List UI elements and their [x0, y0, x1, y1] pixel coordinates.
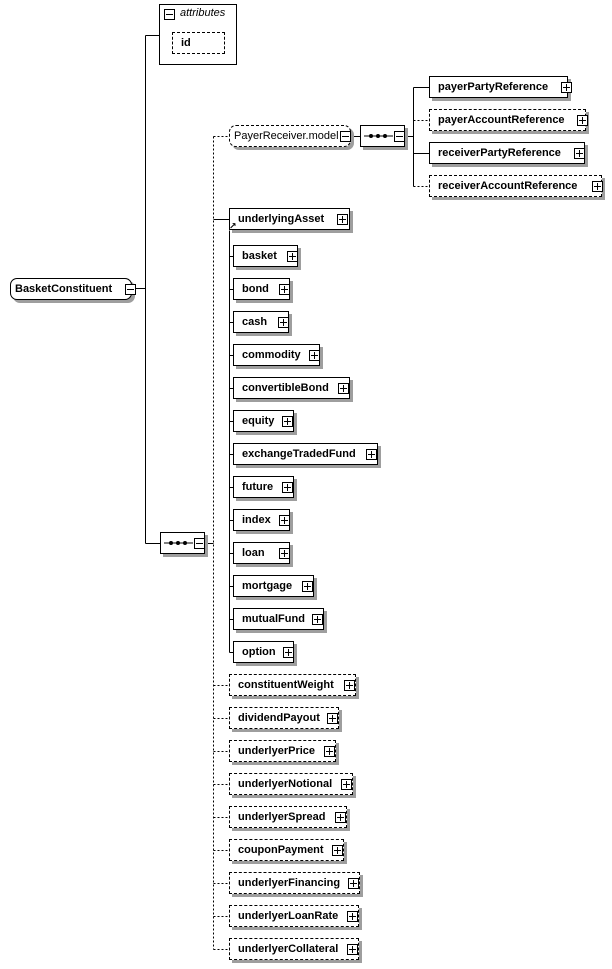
element-cash[interactable]: cash: [233, 311, 289, 333]
element-convertible-bond[interactable]: convertibleBond: [233, 377, 350, 399]
element-label: commodity: [242, 349, 301, 361]
element-loan[interactable]: loan: [233, 542, 290, 564]
collapse-icon[interactable]: [340, 131, 351, 142]
element-label: constituentWeight: [238, 679, 334, 691]
expand-icon[interactable]: [341, 779, 352, 790]
element-label: future: [242, 481, 274, 493]
element-receiver-party-reference[interactable]: receiverPartyReference: [429, 142, 585, 164]
element-payer-party-reference[interactable]: payerPartyReference: [429, 76, 572, 98]
element-label: underlyerSpread: [238, 811, 326, 823]
expand-icon[interactable]: [279, 284, 290, 295]
element-label: mutualFund: [242, 613, 305, 625]
expand-icon[interactable]: [279, 515, 290, 526]
group-label: PayerReceiver.model: [234, 130, 339, 142]
sequence-icon: [164, 538, 205, 549]
expand-icon[interactable]: [332, 845, 343, 856]
expand-icon[interactable]: [282, 416, 293, 427]
element-label: underlyerPrice: [238, 745, 316, 757]
element-underlyer-price[interactable]: underlyerPrice: [229, 740, 336, 762]
element-constituent-weight[interactable]: constituentWeight: [229, 674, 356, 696]
element-label: underlyerLoanRate: [238, 910, 339, 922]
root-element-basket-constituent[interactable]: BasketConstituent: [10, 278, 136, 300]
element-label: payerAccountReference: [438, 114, 565, 126]
element-underlyer-collateral[interactable]: underlyerCollateral: [229, 938, 359, 960]
expand-icon[interactable]: [279, 548, 290, 559]
expand-icon[interactable]: [278, 317, 289, 328]
expand-icon[interactable]: [327, 713, 338, 724]
attributes-panel: attributes id: [159, 4, 237, 65]
expand-icon[interactable]: [366, 449, 377, 460]
element-label: underlyerCollateral: [238, 943, 339, 955]
attribute-id[interactable]: id: [172, 32, 225, 54]
attributes-title: attributes: [180, 7, 226, 19]
expand-icon[interactable]: [561, 82, 572, 93]
element-label: payerPartyReference: [438, 81, 549, 93]
element-label: cash: [242, 316, 268, 328]
element-index[interactable]: index: [233, 509, 290, 531]
element-label: underlyerFinancing: [238, 877, 341, 889]
element-underlying-asset[interactable]: underlyingAsset: [229, 208, 350, 230]
element-bond[interactable]: bond: [233, 278, 290, 300]
element-commodity[interactable]: commodity: [233, 344, 320, 366]
expand-icon[interactable]: [324, 746, 335, 757]
expand-icon[interactable]: [347, 944, 358, 955]
element-label: exchangeTradedFund: [242, 448, 356, 460]
element-label: receiverAccountReference: [438, 180, 578, 192]
element-coupon-payment[interactable]: couponPayment: [229, 839, 344, 861]
expand-icon[interactable]: [283, 647, 294, 658]
expand-icon[interactable]: [577, 115, 588, 126]
element-label: index: [242, 514, 271, 526]
element-label: bond: [242, 283, 269, 295]
expand-icon[interactable]: [309, 350, 320, 361]
element-mutual-fund[interactable]: mutualFund: [233, 608, 324, 630]
element-underlyer-spread[interactable]: underlyerSpread: [229, 806, 347, 828]
reference-arrow-icon: ↗: [229, 221, 237, 231]
element-payer-account-reference[interactable]: payerAccountReference: [429, 109, 588, 131]
element-label: mortgage: [242, 580, 293, 592]
element-label: convertibleBond: [242, 382, 329, 394]
expand-icon[interactable]: [335, 812, 346, 823]
expand-icon[interactable]: [312, 614, 323, 625]
expand-icon[interactable]: [302, 581, 313, 592]
expand-icon[interactable]: [348, 878, 359, 889]
element-equity[interactable]: equity: [233, 410, 294, 432]
collapse-icon[interactable]: [164, 9, 175, 20]
element-option[interactable]: option: [233, 641, 294, 663]
element-label: equity: [242, 415, 275, 427]
group-payer-receiver-model[interactable]: PayerReceiver.model: [229, 125, 351, 147]
element-underlyer-financing[interactable]: underlyerFinancing: [229, 872, 360, 894]
expand-icon[interactable]: [574, 148, 585, 159]
expand-icon[interactable]: [344, 680, 355, 691]
expand-icon[interactable]: [592, 181, 603, 192]
element-label: option: [242, 646, 276, 658]
element-underlyer-loan-rate[interactable]: underlyerLoanRate: [229, 905, 359, 927]
element-label: underlyingAsset: [238, 213, 325, 225]
element-label: receiverPartyReference: [438, 147, 561, 159]
sequence-compositor[interactable]: [360, 125, 405, 147]
collapse-icon[interactable]: [125, 284, 136, 295]
expand-icon[interactable]: [347, 911, 358, 922]
expand-icon[interactable]: [282, 482, 293, 493]
expand-icon[interactable]: [338, 383, 349, 394]
sequence-icon: [364, 131, 405, 142]
element-label: loan: [242, 547, 265, 559]
element-mortgage[interactable]: mortgage: [233, 575, 314, 597]
element-exchange-traded-fund[interactable]: exchangeTradedFund: [233, 443, 378, 465]
element-underlyer-notional[interactable]: underlyerNotional: [229, 773, 353, 795]
element-label: couponPayment: [238, 844, 324, 856]
expand-icon[interactable]: [337, 214, 348, 225]
element-label: dividendPayout: [238, 712, 320, 724]
element-label: basket: [242, 250, 277, 262]
element-future[interactable]: future: [233, 476, 294, 498]
attribute-label: id: [181, 37, 191, 49]
expand-icon[interactable]: [287, 251, 298, 262]
element-basket[interactable]: basket: [233, 245, 298, 267]
root-element-label: BasketConstituent: [15, 283, 113, 295]
element-dividend-payout[interactable]: dividendPayout: [229, 707, 339, 729]
element-label: underlyerNotional: [238, 778, 333, 790]
element-receiver-account-reference[interactable]: receiverAccountReference: [429, 175, 603, 197]
sequence-compositor[interactable]: [160, 532, 205, 554]
